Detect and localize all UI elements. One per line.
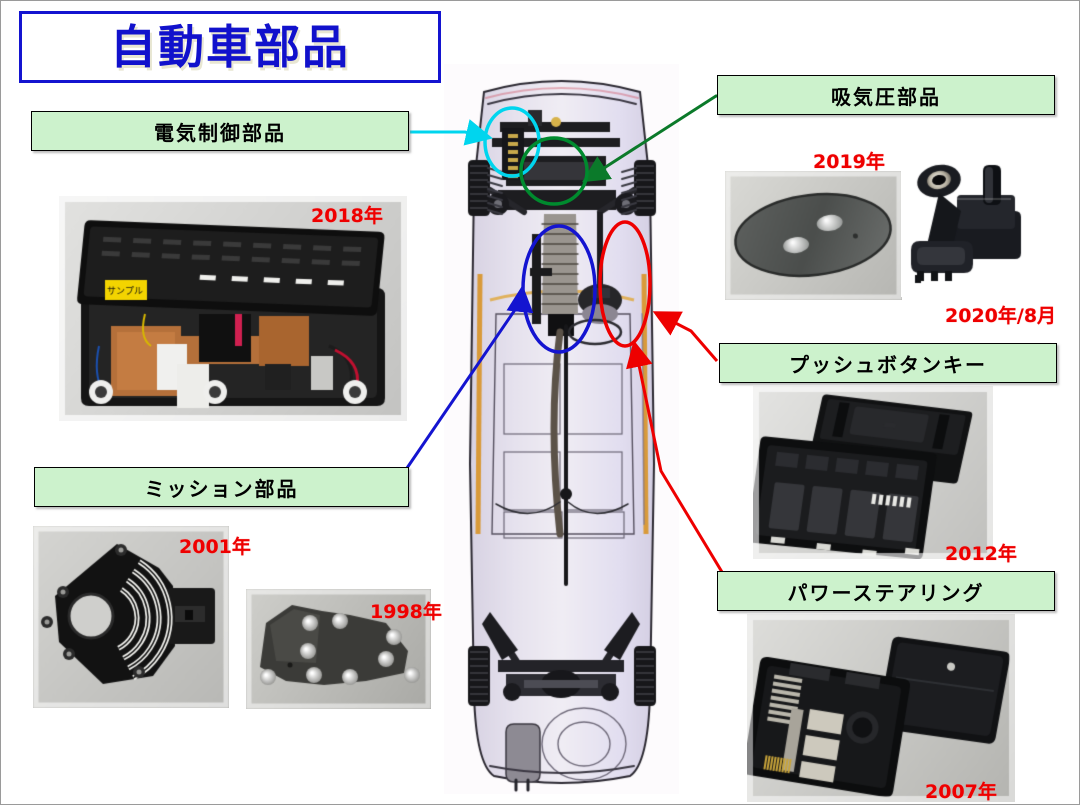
year-caption-mission-sensor: 2001年 <box>179 536 251 558</box>
label-power-steering[interactable]: パワーステアリング <box>717 571 1055 611</box>
photo-intake-gasket <box>725 171 902 300</box>
car-underbody-diagram <box>444 64 679 794</box>
year-caption-power-steering: 2007年 <box>925 781 997 803</box>
label-power-text: パワーステアリング <box>787 580 985 605</box>
label-push-button-key[interactable]: プッシュボタンキー <box>719 343 1057 383</box>
label-intake-text: 吸気圧部品 <box>831 84 941 109</box>
label-intake-pressure-parts[interactable]: 吸気圧部品 <box>717 75 1055 115</box>
label-electric-text: 電気制御部品 <box>154 120 286 145</box>
page-title: 自動車部品 <box>110 20 350 74</box>
photo-push-button-key-case <box>753 386 993 559</box>
label-mission-parts[interactable]: ミッション部品 <box>34 467 409 507</box>
year-caption-pushkey: 2012年 <box>945 543 1017 565</box>
label-mission-text: ミッション部品 <box>144 476 299 501</box>
label-electric-control-parts[interactable]: 電気制御部品 <box>31 111 409 151</box>
page-title-box: 自動車部品 <box>19 11 441 83</box>
year-caption-mission-bracket: 1998年 <box>370 601 442 623</box>
label-pushkey-text: プッシュボタンキー <box>789 352 987 377</box>
photo-mission-sensor <box>33 526 229 708</box>
year-caption-intake-gasket: 2019年 <box>813 151 885 173</box>
photo-map-sensor <box>901 149 1066 297</box>
year-caption-ecu: 2018年 <box>311 205 383 227</box>
photo-power-steering-ecu <box>747 614 1015 802</box>
year-caption-map-sensor: 2020年/8月 <box>945 305 1057 327</box>
photo-mission-bracket <box>246 589 431 709</box>
photo-electric-control-unit <box>59 196 407 421</box>
